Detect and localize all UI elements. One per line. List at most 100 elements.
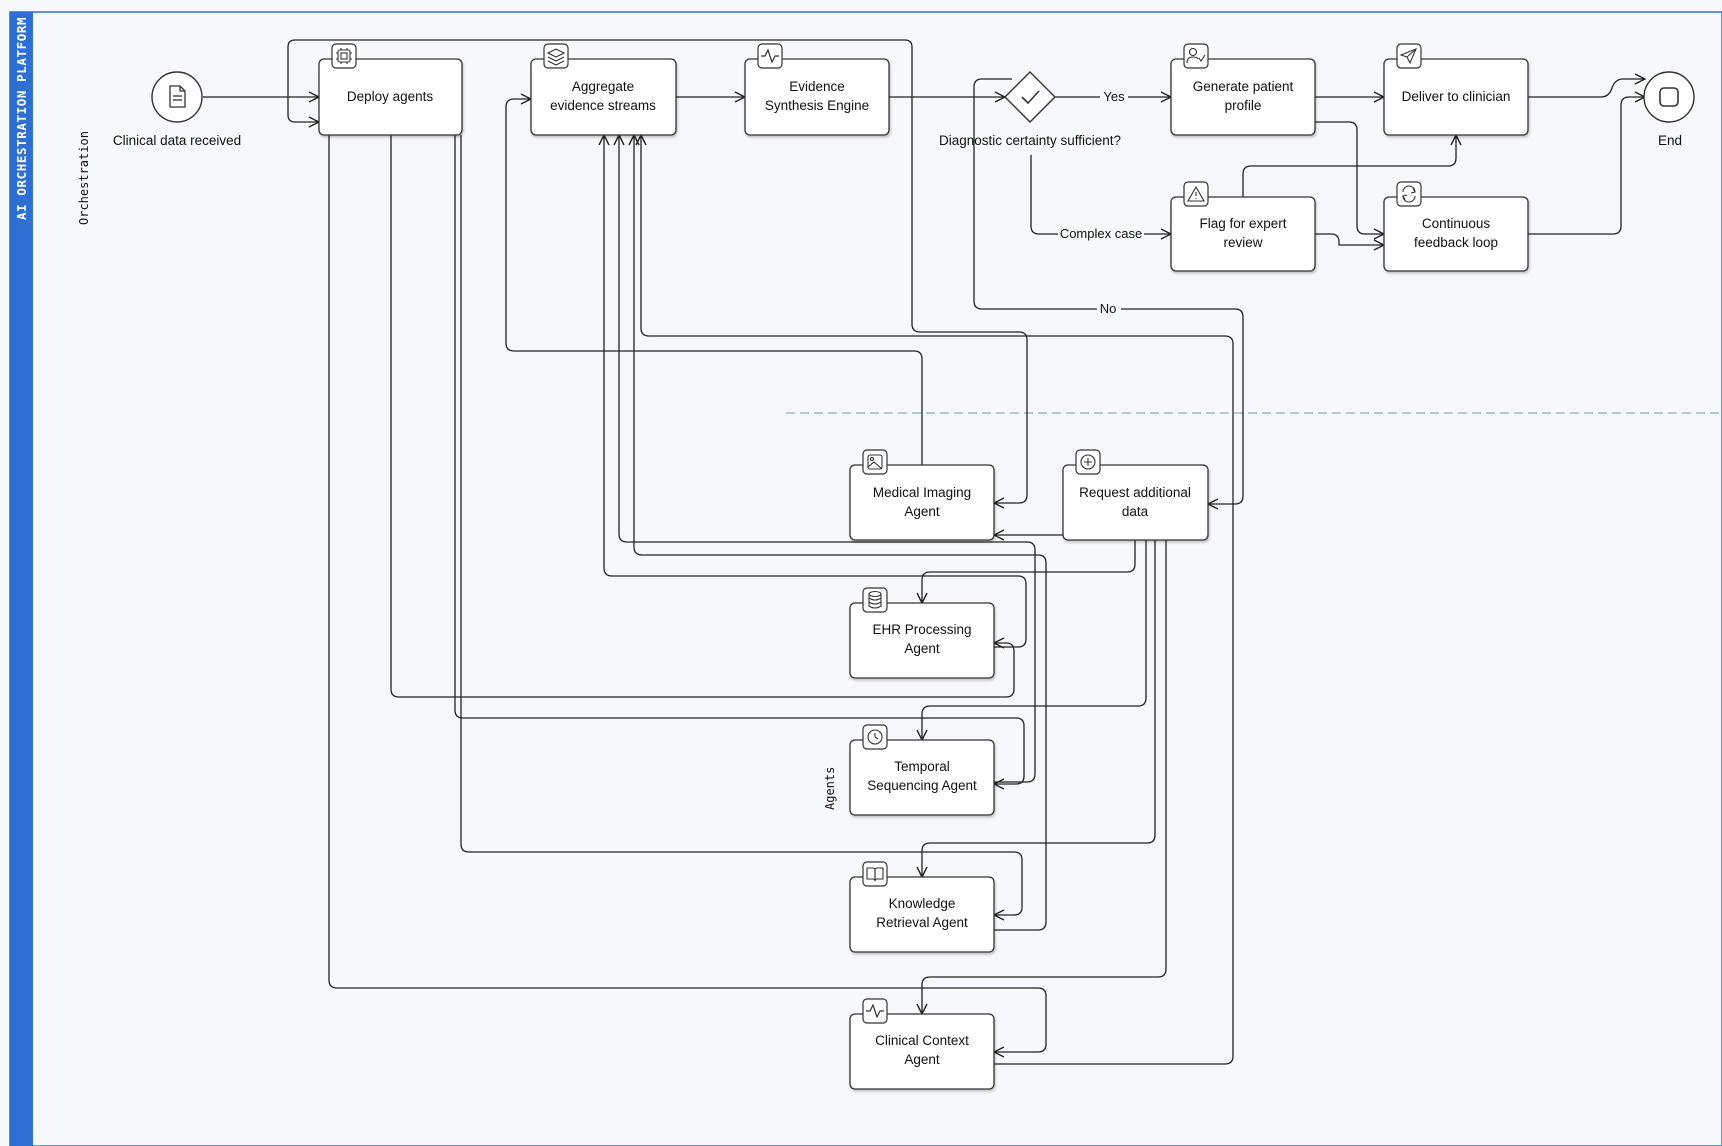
flow-ehr-aggregate [604,135,1027,648]
flow-imaging-aggregate [505,99,923,465]
task-label-line1: EHR Processing [872,622,971,637]
task-label-line1: Temporal [894,759,950,774]
database-icon [868,590,882,609]
task-box [849,739,995,816]
task-box [318,58,463,136]
flow-label-yes: Yes [1103,89,1125,104]
flow-label-no: No [1100,301,1117,316]
gateway-diagnostic-certainty[interactable]: Diagnostic certainty sufficient? [939,71,1121,148]
flow-label-complex: Complex case [1060,226,1142,241]
task-box [849,1013,995,1090]
task-temporal-sequencing-agent[interactable]: Temporal Sequencing Agent [849,724,995,816]
pulse-icon [761,48,779,64]
flow-label-bg [1100,89,1128,104]
refresh-icon [1402,185,1416,203]
task-box [1383,58,1529,136]
task-label-line2: Synthesis Engine [765,98,869,113]
start-event-circle [151,71,203,123]
task-clinical-context-agent[interactable]: Clinical Context Agent [849,998,995,1090]
flow-label-bg [1097,301,1121,316]
flow-context-aggregate [641,135,1234,1065]
flow-request-context [922,540,1167,1014]
task-box [530,58,677,136]
task-label-line2: Retrieval Agent [876,915,968,930]
task-box [1383,196,1529,272]
task-label-line2: evidence streams [550,98,656,113]
task-label-line2: profile [1225,98,1262,113]
task-label-line2: Agent [904,1052,940,1067]
task-label-line2: Agent [904,504,940,519]
task-label-line1: Generate patient [1193,79,1294,94]
flow-request-knowledge [922,540,1156,877]
pulse-icon [866,1003,884,1019]
flow-deliver-end [1528,79,1645,98]
task-icon-badge [1396,181,1422,207]
task-deliver-clinician[interactable]: Deliver to clinician [1383,43,1529,136]
flow-request-ehr [922,540,1136,603]
task-deploy-agents[interactable]: Deploy agents [318,43,463,136]
end-event-label: End [1658,133,1682,148]
flow-label-bg [1058,226,1144,241]
task-label: Deploy agents [347,89,434,104]
task-label-line1: Continuous [1422,216,1491,231]
task-generate-profile[interactable]: Generate patient profile [1170,43,1316,136]
stop-icon [1659,87,1679,107]
end-event-circle [1643,71,1695,123]
task-request-additional-data[interactable]: Request additional data [1062,449,1209,541]
start-event[interactable]: Clinical data received [113,71,241,148]
book-icon [866,867,884,882]
pool-title: AI ORCHESTRATION PLATFORM [14,17,29,220]
chip-icon [336,48,352,64]
flow-temporal-aggregate [619,135,1036,783]
flow-flag-feedback [1315,233,1384,245]
pool-header [10,12,33,1146]
image-icon [867,454,883,470]
layers-icon [546,48,566,66]
send-icon [1399,47,1418,65]
task-medical-imaging-agent[interactable]: Medical Imaging Agent [849,449,995,541]
task-box [849,602,995,679]
task-evidence-synthesis[interactable]: Evidence Synthesis Engine [744,43,890,136]
task-ehr-processing-agent[interactable]: EHR Processing Agent [849,587,995,679]
flow-deploy-loop [287,39,913,122]
task-icon-badge [862,449,888,475]
task-label-line1: Request additional [1079,485,1191,500]
sequence-flows [203,39,1645,1065]
task-aggregate-evidence[interactable]: Aggregate evidence streams [530,43,677,136]
task-label-line2: data [1122,504,1149,519]
flow-deploy-knowledge [460,135,1023,915]
task-box [1170,58,1316,136]
task-flag-expert-review[interactable]: Flag for expert review [1170,181,1316,272]
task-icon-badge [1396,43,1422,69]
task-label-line2: Sequencing Agent [867,778,977,793]
task-label-line1: Evidence [789,79,845,94]
task-knowledge-retrieval-agent[interactable]: Knowledge Retrieval Agent [849,861,995,953]
flow-deploy-imaging [911,110,1028,503]
flow-deploy-context [328,135,1047,1052]
clock-icon [867,729,883,745]
flow-knowledge-aggregate [634,135,1047,931]
pool-frame [9,11,1722,1146]
flow-label-no-group: No [1097,301,1121,316]
warning-icon [1187,185,1205,202]
flow-feedback-end [1528,97,1645,235]
lane-label-orchestration: Orchestration [77,131,91,225]
flow-deploy-ehr [390,135,1015,698]
task-box [1170,196,1316,272]
task-label-line1: Aggregate [572,79,634,94]
task-continuous-feedback[interactable]: Continuous feedback loop [1383,181,1529,272]
document-icon [169,85,186,108]
flow-profile-feedback [1315,121,1384,234]
lane-label-agents: Agents [823,767,837,810]
task-icon-badge [331,43,357,69]
start-event-label: Clinical data received [113,133,241,148]
task-box [849,876,995,953]
task-box [849,464,995,541]
end-event[interactable]: End [1643,71,1695,148]
task-label-line1: Flag for expert [1199,216,1286,231]
task-label: Deliver to clinician [1402,89,1511,104]
user-check-icon [1186,47,1206,64]
gateway-label: Diagnostic certainty sufficient? [939,133,1121,148]
task-box [744,58,890,136]
flow-request-temporal [922,540,1147,740]
